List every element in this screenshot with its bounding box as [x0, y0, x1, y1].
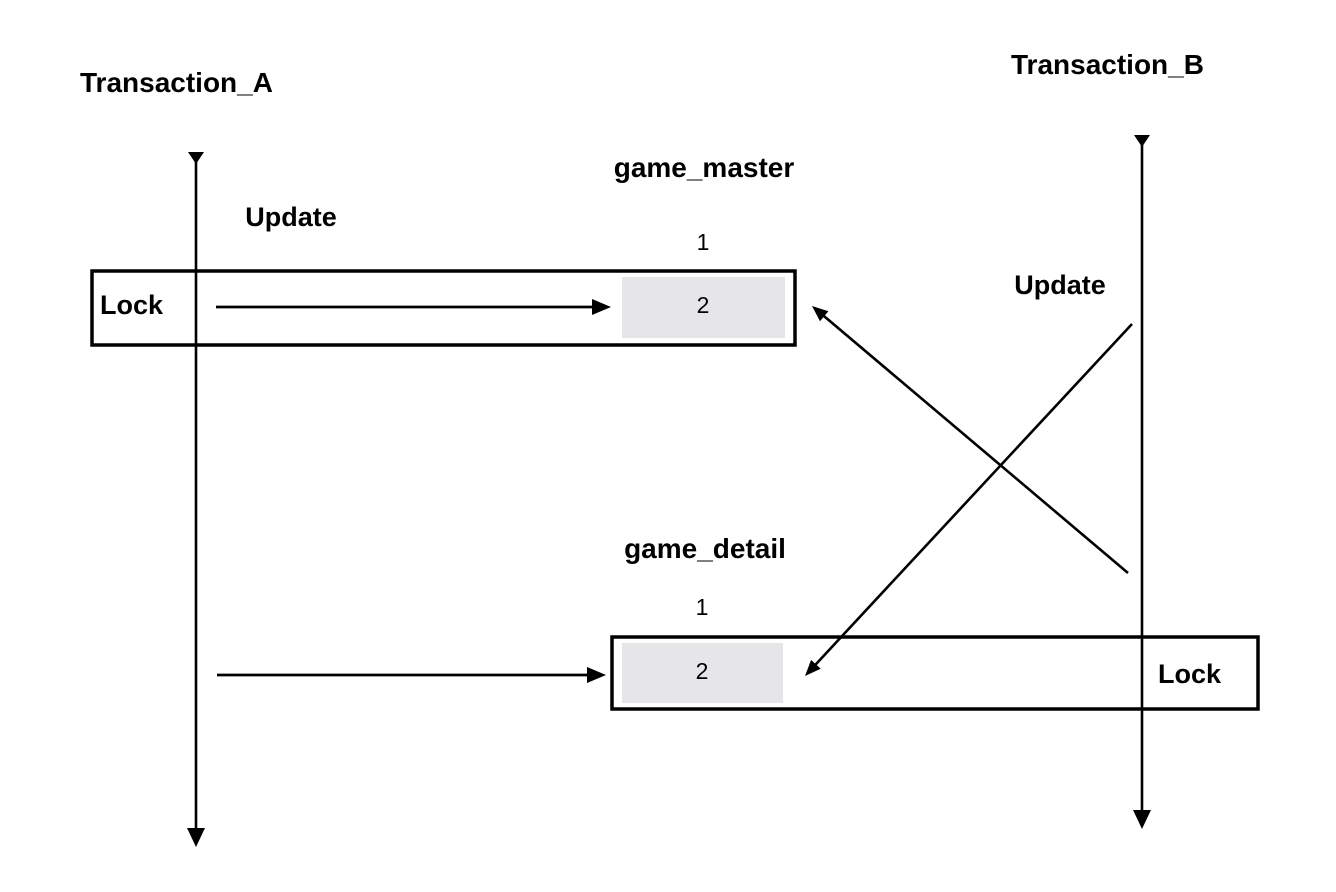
update-arrow-a-master-arrowhead-icon [592, 299, 611, 315]
update-arrow-a-to-game-master [216, 299, 611, 315]
game-master-row-id: 1 [696, 229, 710, 255]
transaction-b-lifeline-start-marker-icon [1134, 135, 1150, 147]
transaction-b-update-label: Update [1014, 270, 1106, 300]
transaction-a-lifeline-start-marker-icon [188, 152, 204, 164]
transaction-a-title: Transaction_A [80, 67, 273, 98]
update-arrow-a-to-game-detail [217, 667, 606, 683]
transaction-a-lock-label: Lock [100, 290, 164, 320]
transaction-b-title: Transaction_B [1011, 49, 1204, 80]
update-arrow-b-detail-line [813, 323, 1133, 667]
game-detail-table-name: game_detail [624, 533, 786, 564]
transaction-a-lifeline-arrowhead-icon [187, 828, 205, 847]
transaction-b-lock-label: Lock [1158, 659, 1222, 689]
update-arrow-b-to-game-master [812, 306, 1129, 574]
update-arrow-b-master-arrowhead-icon [812, 306, 829, 322]
game-detail-row-id: 1 [695, 594, 709, 620]
game-master-value-cell [622, 277, 785, 338]
update-arrow-b-detail-arrowhead-icon [805, 659, 821, 676]
transaction-b-lifeline-arrowhead-icon [1133, 810, 1151, 829]
game-detail-row-value: 2 [695, 658, 709, 684]
update-arrow-b-to-game-detail [805, 323, 1133, 676]
update-arrow-a-detail-arrowhead-icon [587, 667, 606, 683]
update-arrow-b-master-line [821, 314, 1129, 574]
transaction-b-lifeline [1133, 135, 1151, 829]
transaction-a-update-label: Update [245, 202, 337, 232]
transaction-a-lifeline [187, 152, 205, 847]
game-detail-value-cell [622, 643, 783, 703]
game-master-table-name: game_master [613, 152, 795, 183]
game-master-row-value: 2 [696, 292, 710, 318]
